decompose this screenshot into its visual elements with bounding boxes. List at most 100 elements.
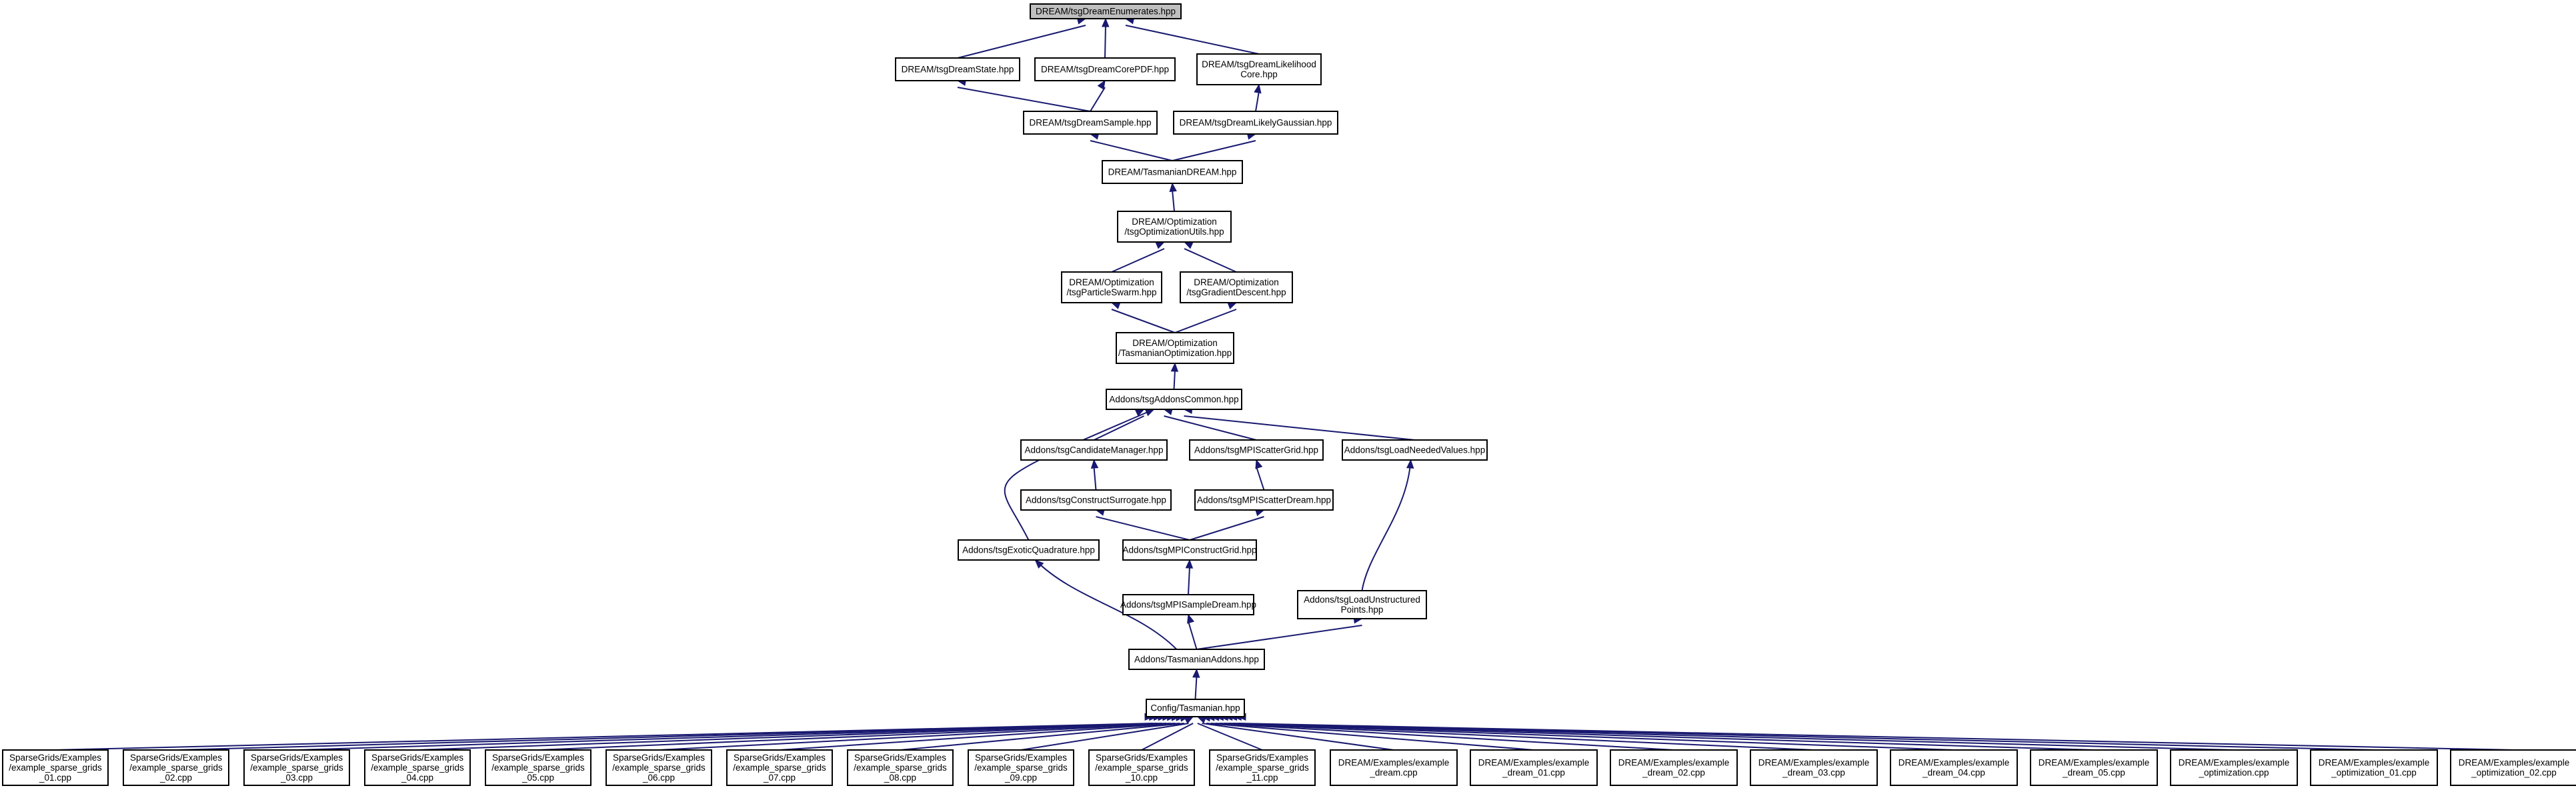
edge-optutils-to-tdream xyxy=(1169,182,1177,212)
edge-line xyxy=(1197,723,1263,751)
node-label: DREAM/tsgDreamSample.hpp xyxy=(1029,118,1151,128)
node-label: DREAM/tsgDreamState.hpp xyxy=(902,65,1014,75)
node-sg06[interactable]: SparseGrids/Examples/example_sparse_grid… xyxy=(605,749,712,786)
node-box xyxy=(243,749,350,786)
node-box xyxy=(1180,271,1293,303)
edge-line xyxy=(417,723,1167,751)
node-sg10[interactable]: SparseGrids/Examples/example_sparse_grid… xyxy=(1088,749,1195,786)
edge-line xyxy=(1194,675,1198,700)
node-label: /example_sparse_grids xyxy=(974,763,1068,773)
node-sg03[interactable]: SparseGrids/Examples/example_sparse_grid… xyxy=(243,749,350,786)
node-optutils[interactable]: DREAM/Optimization/tsgOptimizationUtils.… xyxy=(1117,211,1232,243)
edge-line xyxy=(1237,723,2515,751)
node-op01[interactable]: DREAM/Examples/example_optimization_01.c… xyxy=(2310,749,2438,786)
node-label: SparseGrids/Examples xyxy=(854,753,946,763)
node-config[interactable]: Config/Tasmanian.hpp xyxy=(1146,699,1245,717)
edge-line xyxy=(1173,369,1176,390)
node-topt[interactable]: DREAM/Optimization/TasmanianOptimization… xyxy=(1116,332,1234,364)
node-box xyxy=(968,749,1074,786)
node-taddons[interactable]: Addons/TasmanianAddons.hpp xyxy=(1128,649,1265,670)
node-box xyxy=(485,749,591,786)
node-dr03[interactable]: DREAM/Examples/example_dream_03.cpp xyxy=(1750,749,1878,786)
node-exotic[interactable]: Addons/tsgExoticQuadrature.hpp xyxy=(958,539,1100,561)
node-label: /example_sparse_grids xyxy=(129,763,223,773)
node-candidate[interactable]: Addons/tsgCandidateManager.hpp xyxy=(1020,439,1168,461)
arrowhead-icon xyxy=(1169,182,1177,192)
node-box xyxy=(1196,53,1322,85)
node-surrogate[interactable]: Addons/tsgConstructSurrogate.hpp xyxy=(1020,489,1172,511)
node-op[interactable]: DREAM/Examples/example_optimization.cpp xyxy=(2170,749,2298,786)
edge-unstructured-to-loadneeded xyxy=(1361,459,1414,591)
node-label: Core.hpp xyxy=(1240,69,1278,79)
edge-line xyxy=(1184,248,1237,273)
node-sg04[interactable]: SparseGrids/Examples/example_sparse_grid… xyxy=(364,749,471,786)
edge-line xyxy=(658,723,1176,751)
node-box xyxy=(1117,211,1232,243)
arrowhead-icon xyxy=(1144,409,1155,417)
node-label: DREAM/Examples/example xyxy=(2459,758,2570,768)
node-mpiscatter[interactable]: Addons/tsgMPIScatterGrid.hpp xyxy=(1189,439,1324,461)
node-tdream[interactable]: DREAM/TasmanianDREAM.hpp xyxy=(1102,160,1243,184)
node-dr02[interactable]: DREAM/Examples/example_dream_02.cpp xyxy=(1610,749,1738,786)
edge-taddons-to-mpisample xyxy=(1187,613,1198,650)
node-label: _optimization.cpp xyxy=(2198,768,2269,778)
node-label: /example_sparse_grids xyxy=(854,763,947,773)
node-box xyxy=(605,749,712,786)
node-dr05[interactable]: DREAM/Examples/example_dream_05.cpp xyxy=(2030,749,2158,786)
node-op02[interactable]: DREAM/Examples/example_optimization_02.c… xyxy=(2450,749,2576,786)
node-swarm[interactable]: DREAM/Optimization/tsgParticleSwarm.hpp xyxy=(1061,271,1162,303)
node-label: DREAM/Examples/example xyxy=(1758,758,1870,768)
node-label: DREAM/tsgDreamLikelyGaussian.hpp xyxy=(1180,118,1332,128)
edge-line xyxy=(1141,723,1194,751)
node-sg02[interactable]: SparseGrids/Examples/example_sparse_grid… xyxy=(123,749,229,786)
edge-line xyxy=(1172,189,1175,212)
node-label: _02.cpp xyxy=(159,773,192,783)
node-label: Addons/TasmanianAddons.hpp xyxy=(1134,655,1259,665)
node-sg11[interactable]: SparseGrids/Examples/example_sparse_grid… xyxy=(1209,749,1316,786)
edge-mpiscatter-to-common xyxy=(1163,407,1257,441)
node-label: SparseGrids/Examples xyxy=(734,753,826,763)
node-label: _06.cpp xyxy=(642,773,675,783)
node-dr04[interactable]: DREAM/Examples/example_dream_04.cpp xyxy=(1890,749,2018,786)
edge-line xyxy=(1004,409,1154,541)
edge-mpidream-to-mpiscatter xyxy=(1255,459,1265,491)
node-sg07[interactable]: SparseGrids/Examples/example_sparse_grid… xyxy=(726,749,833,786)
node-dr01[interactable]: DREAM/Examples/example_dream_01.cpp xyxy=(1470,749,1598,786)
node-gradient[interactable]: DREAM/Optimization/tsgGradientDescent.hp… xyxy=(1180,271,1293,303)
node-likegauss[interactable]: DREAM/tsgDreamLikelyGaussian.hpp xyxy=(1173,111,1338,135)
node-sg01[interactable]: SparseGrids/Examples/example_sparse_grid… xyxy=(2,749,109,786)
node-box xyxy=(1106,389,1242,410)
node-sg08[interactable]: SparseGrids/Examples/example_sparse_grid… xyxy=(847,749,954,786)
node-sg09[interactable]: SparseGrids/Examples/example_sparse_grid… xyxy=(968,749,1074,786)
node-label: _08.cpp xyxy=(884,773,916,783)
arrowhead-icon xyxy=(1192,668,1200,678)
node-label: /tsgParticleSwarm.hpp xyxy=(1066,287,1156,297)
node-mpiconstruct[interactable]: Addons/tsgMPIConstructGrid.hpp xyxy=(1122,539,1257,561)
node-box xyxy=(1088,749,1195,786)
edge-line xyxy=(1172,140,1256,161)
node-loadneeded[interactable]: Addons/tsgLoadNeededValues.hpp xyxy=(1342,439,1488,461)
node-label: DREAM/Examples/example xyxy=(1338,758,1450,768)
node-box xyxy=(1128,649,1265,670)
node-sample[interactable]: DREAM/tsgDreamSample.hpp xyxy=(1023,111,1158,135)
node-mpidream[interactable]: Addons/tsgMPIScatterDream.hpp xyxy=(1194,489,1334,511)
node-mpisample[interactable]: Addons/tsgMPISampleDream.hpp xyxy=(1120,594,1256,615)
node-label: /example_sparse_grids xyxy=(491,763,585,773)
arrowhead-icon xyxy=(1170,362,1179,372)
node-box xyxy=(2170,749,2298,786)
node-label: DREAM/Optimization xyxy=(1069,277,1154,287)
node-state[interactable]: DREAM/tsgDreamState.hpp xyxy=(895,57,1020,81)
edge-line xyxy=(779,723,1180,751)
edge-line xyxy=(1220,723,1955,751)
edge-line xyxy=(1090,87,1106,112)
edge-line xyxy=(1255,91,1260,112)
node-corepdf[interactable]: DREAM/tsgDreamCorePDF.hpp xyxy=(1034,57,1176,81)
node-common[interactable]: Addons/tsgAddonsCommon.hpp xyxy=(1106,389,1242,410)
arrowhead-icon xyxy=(1254,83,1262,94)
node-sg05[interactable]: SparseGrids/Examples/example_sparse_grid… xyxy=(485,749,591,786)
node-label: _04.cpp xyxy=(401,773,433,783)
node-dr[interactable]: DREAM/Examples/example_dream.cpp xyxy=(1330,749,1458,786)
edge-line xyxy=(1111,248,1165,273)
